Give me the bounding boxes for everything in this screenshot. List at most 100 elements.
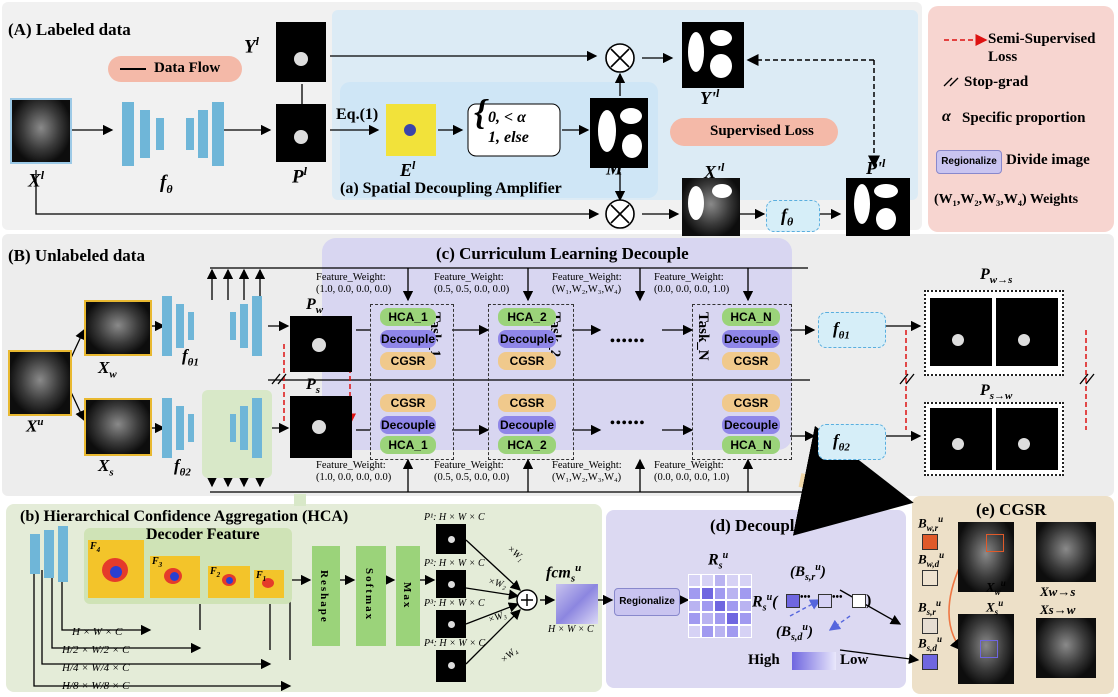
data-flow-label: Data Flow [154,60,221,76]
bwr-label: Bw,ru [918,514,944,533]
hca-1-bot: HCA_1 [380,436,436,454]
ellipsis-top: •••••• [610,334,646,349]
entropy-map-el [386,104,436,156]
reshape-block: Reshape [312,546,340,646]
high-label: High [748,652,780,668]
decouple-2-bot: Decouple [498,416,556,434]
region-cell [818,594,832,608]
yprime-label: Y'l [700,86,720,108]
xw2s-label: Xw→s [1040,584,1076,599]
decouple-1-top: Decouple [380,330,436,348]
cgsr-1-top: CGSR [380,352,436,370]
gradient-legend [792,652,836,670]
xu-label: Xu [26,416,44,436]
f3-label: F3 [152,556,163,569]
f-theta2-module: fθ2 [818,424,886,460]
decoder-feature-label: Decoder Feature [146,526,260,543]
cgsr-n-top: CGSR [722,352,780,370]
f-theta-label: fθ [160,172,173,196]
prediction-pwu-image [290,316,352,372]
region-dots: ••• [832,592,843,603]
encoder-block [188,414,194,442]
legend-alpha: Specific proportion [962,110,1086,126]
f-theta-module: fθ [766,200,820,232]
mri-image-xu [8,350,72,416]
pprime-label: P'l [866,156,886,178]
cgsr-1-bot: CGSR [380,394,436,412]
paren-close: ) [866,592,872,609]
cgsr-2-bot: CGSR [498,394,556,412]
panel-a-title: (A) Labeled data [8,20,131,39]
prediction-psu-image [290,396,352,458]
decoder-block [230,312,236,340]
rs-label: Rsu [708,550,729,572]
hca-n-bot: HCA_N [722,436,780,454]
psw-label: Ps→w [980,382,1013,403]
task-n-label: Task_N [695,312,711,361]
region-cell [786,594,800,608]
f-theta1-module: fθ1 [818,312,886,348]
psw-image-2 [996,408,1058,470]
decoder-block [230,414,236,442]
hca-title: (b) Hierarchical Confidence Aggregation … [20,508,349,525]
legend-stop-grad: Stop-grad [964,74,1029,90]
legend-alpha-symbol: α [942,108,951,125]
encoder-block [156,118,164,150]
mri-image-xs2w [1036,618,1096,678]
prediction-pl-image [276,104,326,162]
xl-label: Xl [28,168,45,192]
feature-weight-top-2: Feature_Weight: (0.5, 0.5, 0.0, 0.0) [434,272,510,295]
regional-grid [688,574,752,638]
encoder-block [176,406,184,450]
ellipsis-bot: •••••• [610,416,646,431]
encoder-block [176,304,184,348]
confidence-map-4 [436,650,466,682]
decoder-block [252,296,262,356]
decoder-block [198,110,208,158]
low-label: Low [840,652,869,668]
f4-label: F4 [90,541,101,554]
hca-2-top: HCA_2 [498,308,556,326]
fcm-label: fcmsu [546,562,582,585]
p-row-3: P³: H × W × C [424,598,485,609]
decoder-block [58,526,68,582]
pws-image-1 [930,298,992,366]
decoder-block [212,102,224,166]
pws-label: Pw→s [980,266,1013,287]
xw-label: Xwu [986,578,1006,597]
legend-semi-supervised: Semi-Supervised Loss [988,31,1096,65]
eq-label: Eq.(1) [336,106,379,123]
bsd-patch-label: Bs,du [918,634,942,653]
mri-image-xw2s [1036,522,1096,582]
feature-weight-bot-2: Feature_Weight: (0.5, 0.5, 0.0, 0.0) [434,460,510,483]
dim-1: H × W × C [72,626,123,638]
decoder-block [186,118,194,150]
decoder-block [30,534,40,574]
p-row-4: P⁴: H × W × C [424,638,486,649]
xsu-label: Xs [98,456,114,479]
bsr-patch-label: Bs,ru [918,598,941,617]
confidence-map-1 [436,524,466,554]
fcm-heatmap [556,584,598,624]
pws-image-2 [996,298,1058,366]
cgsr-title: (e) CGSR [976,500,1047,519]
task-box-1 [370,304,454,460]
cl-title: (c) Curriculum Learning Decouple [436,244,689,263]
mri-image-xw [958,522,1014,592]
decoder-block [240,406,248,450]
hca-n-top: HCA_N [722,308,780,326]
xs2w-label: Xs→w [1040,602,1076,617]
encoder-block [122,102,134,166]
region-dots: ••• [800,592,811,603]
legend-weights: (W₁,W₂,W₃,W₄) Weights [934,192,1079,207]
feature-weight-top-4: Feature_Weight: (0.0, 0.0, 0.0, 1.0) [654,272,730,295]
decoder-block [240,304,248,348]
feature-map-f2 [208,566,250,598]
arrow-icon [120,68,146,70]
patch-bsd [922,654,938,670]
prediction-pprime-image [846,178,910,236]
psu-label: Ps [306,376,321,397]
sda-title: (a) Spatial Decoupling Amplifier [340,180,562,197]
feature-weight-bot-4: Feature_Weight: (0.0, 0.0, 0.0, 1.0) [654,460,730,483]
